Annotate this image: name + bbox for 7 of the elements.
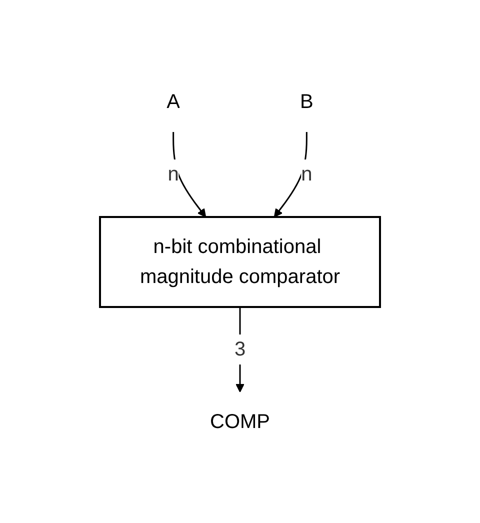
node-text: COMP: [210, 410, 270, 432]
edge-label: n: [301, 163, 312, 185]
edge-label: 3: [234, 338, 246, 360]
node-text: A: [166, 90, 180, 112]
node-text: B: [300, 90, 314, 112]
node-box: n-bit combinational magnitude comparator: [99, 216, 381, 308]
edge-label: n: [168, 163, 179, 185]
